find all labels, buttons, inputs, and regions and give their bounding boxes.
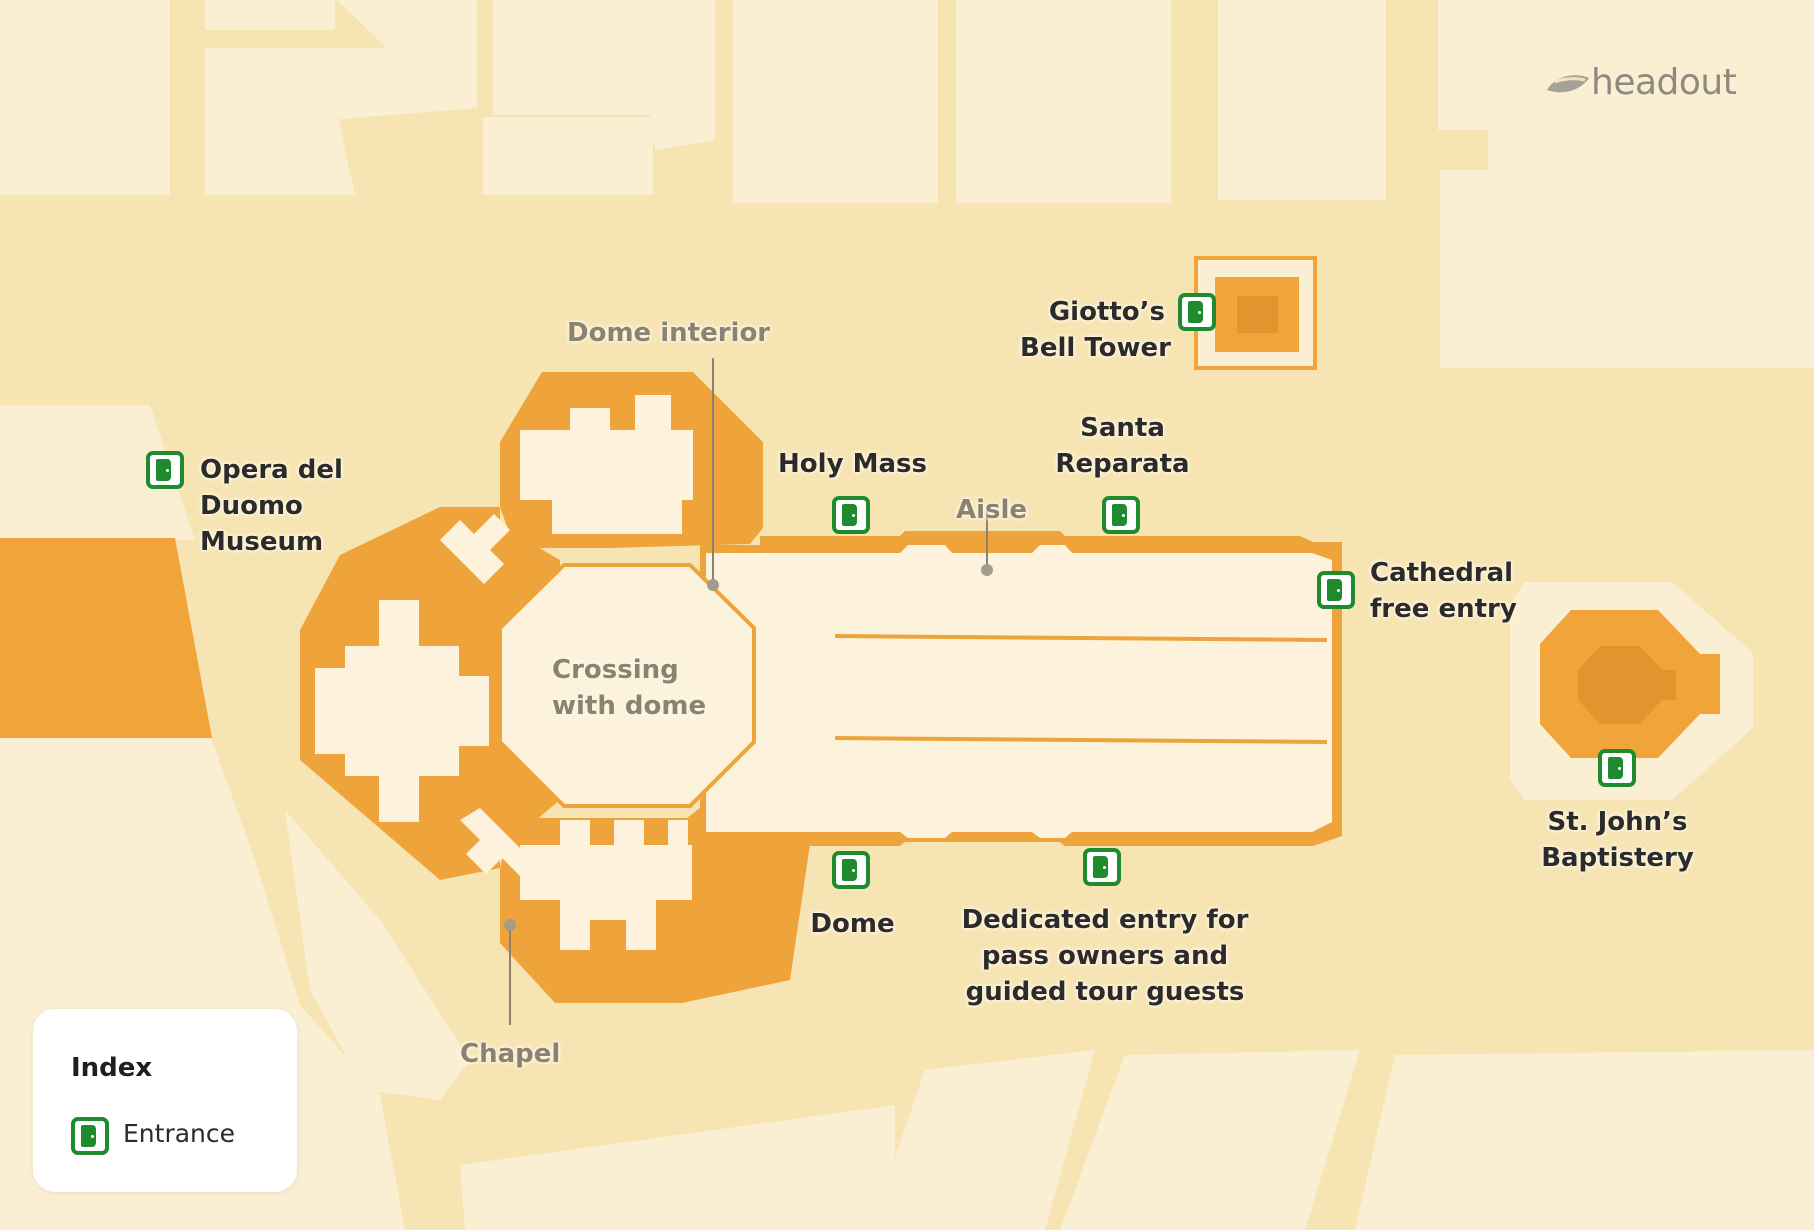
entrance-st-johns-baptistery[interactable]: [1598, 749, 1636, 787]
entrance-giottos-bell-tower[interactable]: [1178, 293, 1216, 331]
entrance-cathedral-free-entry[interactable]: [1317, 571, 1355, 609]
dome-interior-marker: [707, 579, 719, 591]
entrance-opera-museum[interactable]: [146, 451, 184, 489]
index-entrance-label: Entrance: [123, 1119, 236, 1148]
label-dome: Dome: [810, 909, 895, 939]
chapel-marker: [504, 919, 516, 931]
baptistery-building: [1540, 610, 1720, 758]
label-opera-museum: Opera del Duomo Museum: [200, 455, 343, 557]
label-crossing: Crossing with dome: [552, 655, 707, 721]
index-title: Index: [71, 1053, 153, 1083]
label-st-johns-baptistery: St. John’s Baptistery: [1541, 807, 1694, 873]
headout-logo-icon: [1547, 74, 1589, 92]
cathedral-tribune: [300, 372, 818, 1003]
bell-tower-building: [1194, 256, 1317, 370]
entrance-holy-mass[interactable]: [832, 496, 870, 534]
entrance-dome[interactable]: [832, 851, 870, 889]
door-icon: [71, 1117, 109, 1155]
label-dome-interior: Dome interior: [567, 318, 771, 348]
label-giottos-bell-tower: Giotto’s Bell Tower: [1020, 297, 1171, 363]
label-aisle: Aisle: [956, 495, 1028, 525]
label-santa-reparata: Santa Reparata: [1055, 413, 1190, 479]
entrance-santa-reparata[interactable]: [1102, 496, 1140, 534]
cathedral-nave: [700, 531, 1342, 846]
label-cathedral-free-entry: Cathedral free entry: [1370, 558, 1517, 624]
pointer-lines: [509, 358, 988, 1025]
label-dedicated-entry: Dedicated entry for pass owners and guid…: [961, 905, 1249, 1007]
label-chapel: Chapel: [460, 1039, 561, 1069]
label-holy-mass: Holy Mass: [778, 449, 927, 479]
index-legend: Index Entrance: [33, 1009, 297, 1192]
entrance-dedicated[interactable]: [1083, 848, 1121, 886]
aisle-marker: [981, 564, 993, 576]
headout-logo: headout: [1545, 62, 1737, 103]
headout-logo-text: headout: [1591, 62, 1737, 103]
opera-museum-building: [0, 538, 212, 738]
